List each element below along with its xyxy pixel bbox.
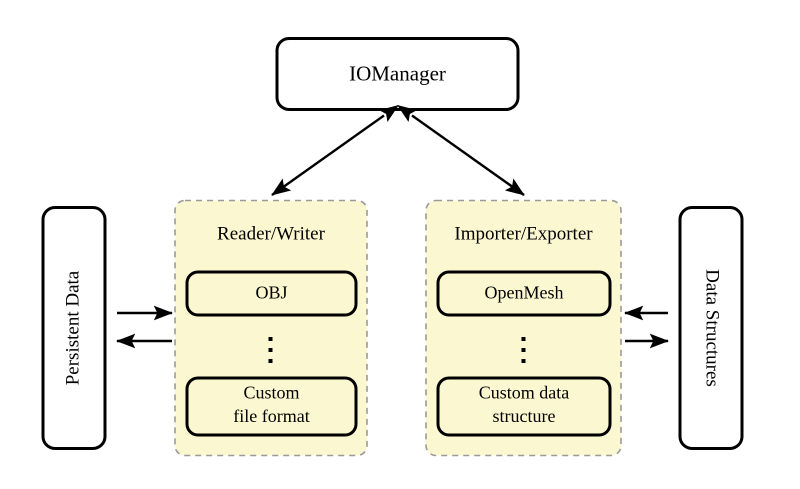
custom-data-structure-box bbox=[436, 376, 612, 437]
openmesh-box bbox=[436, 270, 612, 317]
custom-file-format-label-line1: Custom bbox=[243, 383, 299, 403]
custom-file-format-label-line2: file format bbox=[233, 406, 309, 426]
obj-box bbox=[185, 270, 358, 317]
connector-manager-importer-exporter bbox=[397, 104, 525, 196]
obj-label: OBJ bbox=[255, 283, 287, 303]
item-obj[interactable]: OBJ bbox=[185, 270, 358, 317]
connector-manager-reader-writer bbox=[271, 104, 399, 196]
ellipsis-reader-writer bbox=[268, 337, 273, 363]
data-structures-box bbox=[678, 206, 744, 450]
node-data-structures[interactable]: Data Structures bbox=[678, 206, 744, 450]
importer-exporter-title: Importer/Exporter bbox=[454, 223, 593, 244]
custom-data-structure-label-line2: structure bbox=[493, 406, 556, 426]
item-custom-data-structure[interactable]: Custom data structure bbox=[436, 376, 612, 437]
panel-reader-writer[interactable]: Reader/Writer OBJ Custom file format bbox=[174, 199, 368, 457]
reader-writer-title: Reader/Writer bbox=[217, 223, 326, 244]
openmesh-label: OpenMesh bbox=[485, 283, 564, 303]
iomanager-label: IOManager bbox=[349, 61, 446, 85]
ellipsis-importer-exporter bbox=[521, 337, 526, 363]
node-iomanager[interactable]: IOManager bbox=[275, 37, 520, 111]
item-custom-file-format[interactable]: Custom file format bbox=[185, 376, 358, 437]
data-structures-label: Data Structures bbox=[702, 269, 723, 387]
panel-importer-exporter[interactable]: Importer/Exporter OpenMesh Custom data s… bbox=[425, 199, 622, 457]
persistent-data-label: Persistent Data bbox=[62, 270, 83, 385]
custom-file-format-box bbox=[185, 376, 358, 437]
item-openmesh[interactable]: OpenMesh bbox=[436, 270, 612, 317]
persistent-data-box bbox=[41, 206, 107, 450]
custom-data-structure-label-line1: Custom data bbox=[479, 383, 570, 403]
node-persistent-data[interactable]: Persistent Data bbox=[41, 206, 107, 450]
